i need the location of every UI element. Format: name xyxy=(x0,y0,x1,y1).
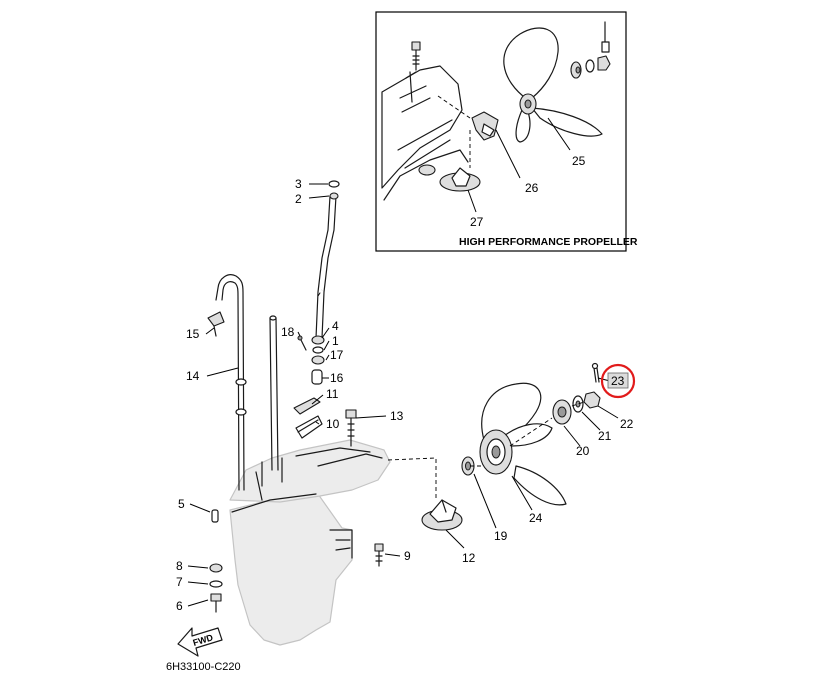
part-16-grommet xyxy=(311,369,323,385)
callout-27: 27 xyxy=(470,215,484,229)
callout-18: 18 xyxy=(281,325,295,339)
inset-panel: 25 26 27 HIGH PERFORMANCE PROPELLER xyxy=(375,11,638,252)
callout-19: 19 xyxy=(494,529,508,543)
part-21-washer xyxy=(572,395,584,413)
part-17-oring xyxy=(311,355,325,365)
callout-25: 25 xyxy=(572,154,586,168)
callout-10: 10 xyxy=(326,417,340,431)
inset-trim-tab-27 xyxy=(439,167,481,192)
part-2-seal xyxy=(329,192,339,200)
callout-23-highlighted: 23 xyxy=(600,363,636,399)
inset-screw xyxy=(411,41,421,71)
callout-7: 7 xyxy=(176,575,183,589)
highlight-circle xyxy=(600,363,636,399)
callout-26: 26 xyxy=(525,181,539,195)
callout-14: 14 xyxy=(186,369,200,383)
inset-title: HIGH PERFORMANCE PROPELLER xyxy=(459,236,638,248)
leader-25 xyxy=(547,117,571,151)
part-5-pin xyxy=(211,509,219,523)
part-11-grommet xyxy=(293,397,321,415)
callout-12: 12 xyxy=(462,551,476,565)
callout-11: 11 xyxy=(326,387,339,401)
callout-5: 5 xyxy=(178,497,185,511)
part-8-washer xyxy=(209,563,223,573)
part-4-washer xyxy=(311,335,325,345)
callout-2: 2 xyxy=(295,192,302,206)
part-24-propeller xyxy=(479,382,567,506)
shift-rod xyxy=(269,315,279,471)
water-pipe-14 xyxy=(215,274,247,491)
part-10-seal xyxy=(295,415,323,439)
part-12-trim-tab xyxy=(421,499,463,531)
callout-22: 22 xyxy=(620,417,634,431)
part-22-nut xyxy=(583,391,601,409)
part-7-washer xyxy=(209,580,223,588)
callout-4: 4 xyxy=(332,319,339,333)
callout-9: 9 xyxy=(404,549,411,563)
part-19-thrust-washer xyxy=(461,456,475,476)
callout-15: 15 xyxy=(186,327,200,341)
callout-20: 20 xyxy=(576,444,590,458)
lower-unit-housing xyxy=(229,439,391,646)
inset-thrust-washer-26 xyxy=(471,111,499,141)
callout-13: 13 xyxy=(390,409,404,423)
part-13-bolt xyxy=(345,409,357,447)
part-18-pin xyxy=(297,335,307,351)
callout-1: 1 xyxy=(332,334,339,348)
part-6-bolt xyxy=(210,593,222,613)
leaders-main xyxy=(187,183,619,607)
inset-prop-hardware xyxy=(570,21,611,79)
callout-16: 16 xyxy=(330,371,344,385)
inset-lower-case xyxy=(381,65,469,201)
callout-6: 6 xyxy=(176,599,183,613)
leader-26 xyxy=(495,129,521,179)
clip-15 xyxy=(207,311,225,337)
callout-8: 8 xyxy=(176,559,183,573)
callout-24: 24 xyxy=(529,511,543,525)
part-3-washer xyxy=(328,180,340,188)
part-9-bolt xyxy=(374,543,384,567)
part-20-spacer xyxy=(552,399,572,425)
callout-17: 17 xyxy=(330,348,344,362)
leader-27 xyxy=(467,189,477,213)
callout-3: 3 xyxy=(295,177,302,191)
fwd-arrow: FWD xyxy=(177,627,223,657)
cable-assembly xyxy=(315,195,337,339)
inset-propeller-25 xyxy=(503,27,603,143)
part-23-cotter-pin xyxy=(591,362,600,383)
diagram-code: 6H33100-C220 xyxy=(166,661,241,673)
callout-21: 21 xyxy=(598,429,612,443)
part-1-seal xyxy=(312,346,324,354)
callout-23: 23 xyxy=(611,374,625,388)
callout-23-box xyxy=(607,372,629,389)
